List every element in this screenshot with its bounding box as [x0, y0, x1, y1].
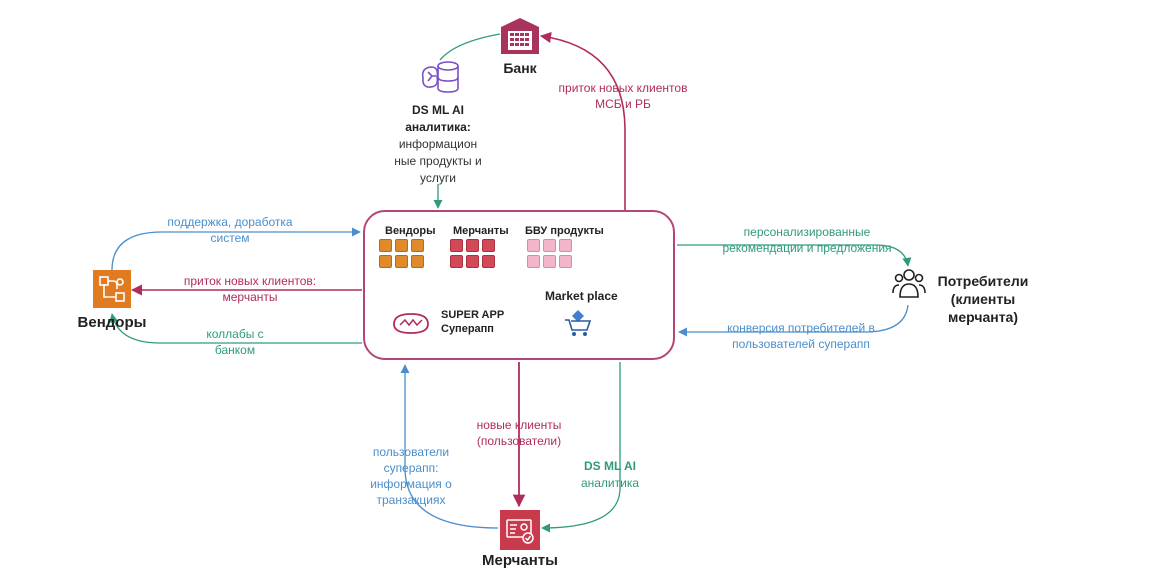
hub-bvu-label: БВУ продукты — [525, 225, 604, 237]
dsml-subtitle: информацион ные продукты и услуги — [394, 137, 482, 185]
consumer-recs-label: персонализированные рекомендации и предл… — [722, 225, 892, 255]
hub-bvu-grid — [527, 239, 572, 268]
hub-merchants-label: Мерчанты — [453, 225, 509, 237]
link-vendor-collab — [109, 313, 362, 344]
vendor-inflow-label: приток новых клиентов: мерчанты — [183, 274, 317, 304]
link-consumer-conv — [678, 304, 909, 337]
hub-merchants-grid — [450, 239, 495, 268]
bank-icon — [501, 18, 539, 54]
hub-vendors-label: Вендоры — [385, 225, 436, 237]
vendors-label: Вендоры — [77, 314, 147, 331]
shopping-cart-icon — [565, 310, 592, 336]
consumer-conv-label: конверсия потребителей в пользователей с… — [727, 321, 875, 351]
vendor-support-label: поддержка, доработка систем — [167, 215, 293, 245]
merchant-new-label: новые клиенты (пользователи) — [476, 418, 562, 448]
marketplace-label: Market place — [545, 289, 618, 303]
merchant-dsml-title: DS ML AI — [583, 459, 636, 473]
merchant-card-icon — [500, 510, 540, 550]
link-user-info — [400, 364, 499, 529]
dsml-title: DS ML AI аналитика: — [405, 103, 471, 134]
superapp-logo-icon — [393, 313, 429, 334]
merchant-dsml-sub: аналитика — [580, 476, 640, 490]
vendor-flow-icon — [93, 270, 131, 308]
database-brain-icon — [421, 61, 459, 93]
bank-inflow-label: приток новых клиентов МСБ и РБ — [558, 81, 688, 111]
hub-box: Вендоры Мерчанты БВУ продукты SUPER APP … — [363, 210, 675, 360]
link-merchant-dsml — [541, 362, 621, 533]
link-hub-bank — [539, 31, 626, 210]
link-vendor-support — [111, 227, 361, 271]
vendor-collab-label: коллабы с банком — [206, 327, 264, 357]
link-bank-dsml — [439, 33, 501, 61]
consumers-label: Потребители (клиенты мерчанта) — [937, 273, 1029, 325]
bank-label: Банк — [503, 60, 537, 76]
hub-vendors-grid — [379, 239, 424, 268]
user-info-label: пользователи суперапп: информация о тран… — [370, 445, 452, 507]
link-consumer-recs — [677, 244, 912, 267]
people-icon — [892, 269, 926, 298]
merchants-label: Мерчанты — [482, 552, 558, 569]
superapp-line1: SUPER APP — [441, 309, 505, 321]
superapp-line2: Суперапп — [441, 323, 494, 335]
